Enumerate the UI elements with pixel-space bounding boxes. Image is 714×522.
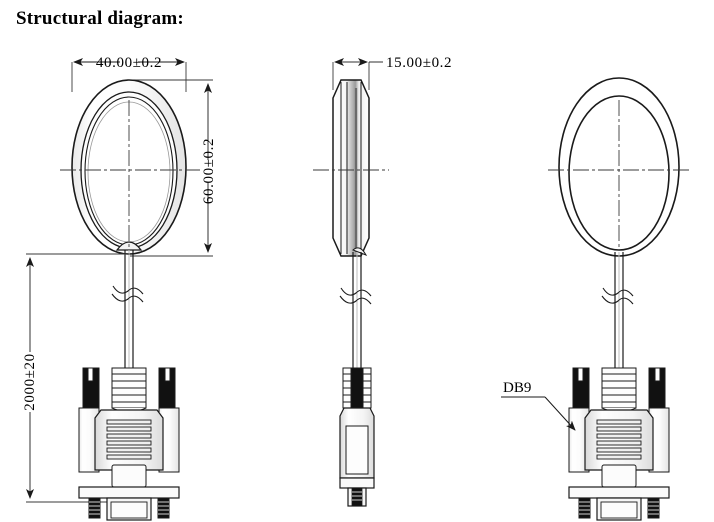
front-cable — [111, 249, 144, 371]
db9-callout: DB9 — [501, 380, 576, 431]
side-view-group: 15.00±0.2 — [313, 55, 452, 507]
cable-length-dimension: 2000±20 — [22, 253, 129, 503]
back-view-group: DB9 — [501, 77, 692, 521]
thickness-dimension-label: 15.00±0.2 — [386, 55, 452, 71]
cable-length-label: 2000±20 — [22, 353, 38, 410]
back-centerline-marks — [548, 100, 692, 250]
centerline-marks — [60, 100, 200, 250]
width-dimension-label: 40.00±0.2 — [96, 55, 162, 71]
db9-connector-side — [339, 367, 375, 507]
side-cable — [339, 251, 372, 373]
back-cable — [601, 251, 634, 373]
height-dimension: 60.00±0.2 — [130, 79, 217, 257]
height-dimension-label: 60.00±0.2 — [201, 138, 217, 204]
db9-connector-front — [78, 367, 180, 521]
page-title: Structural diagram: — [16, 8, 184, 29]
front-view-group: 40.00±0.2 60.00±0.2 — [22, 55, 217, 521]
db9-label: DB9 — [503, 380, 531, 396]
thickness-dimension: 15.00±0.2 — [332, 55, 452, 90]
speaker-back-inner — [568, 95, 670, 251]
db9-connector-back — [568, 367, 670, 521]
speaker-side-body — [332, 79, 370, 257]
width-dimension: 40.00±0.2 — [71, 55, 187, 92]
